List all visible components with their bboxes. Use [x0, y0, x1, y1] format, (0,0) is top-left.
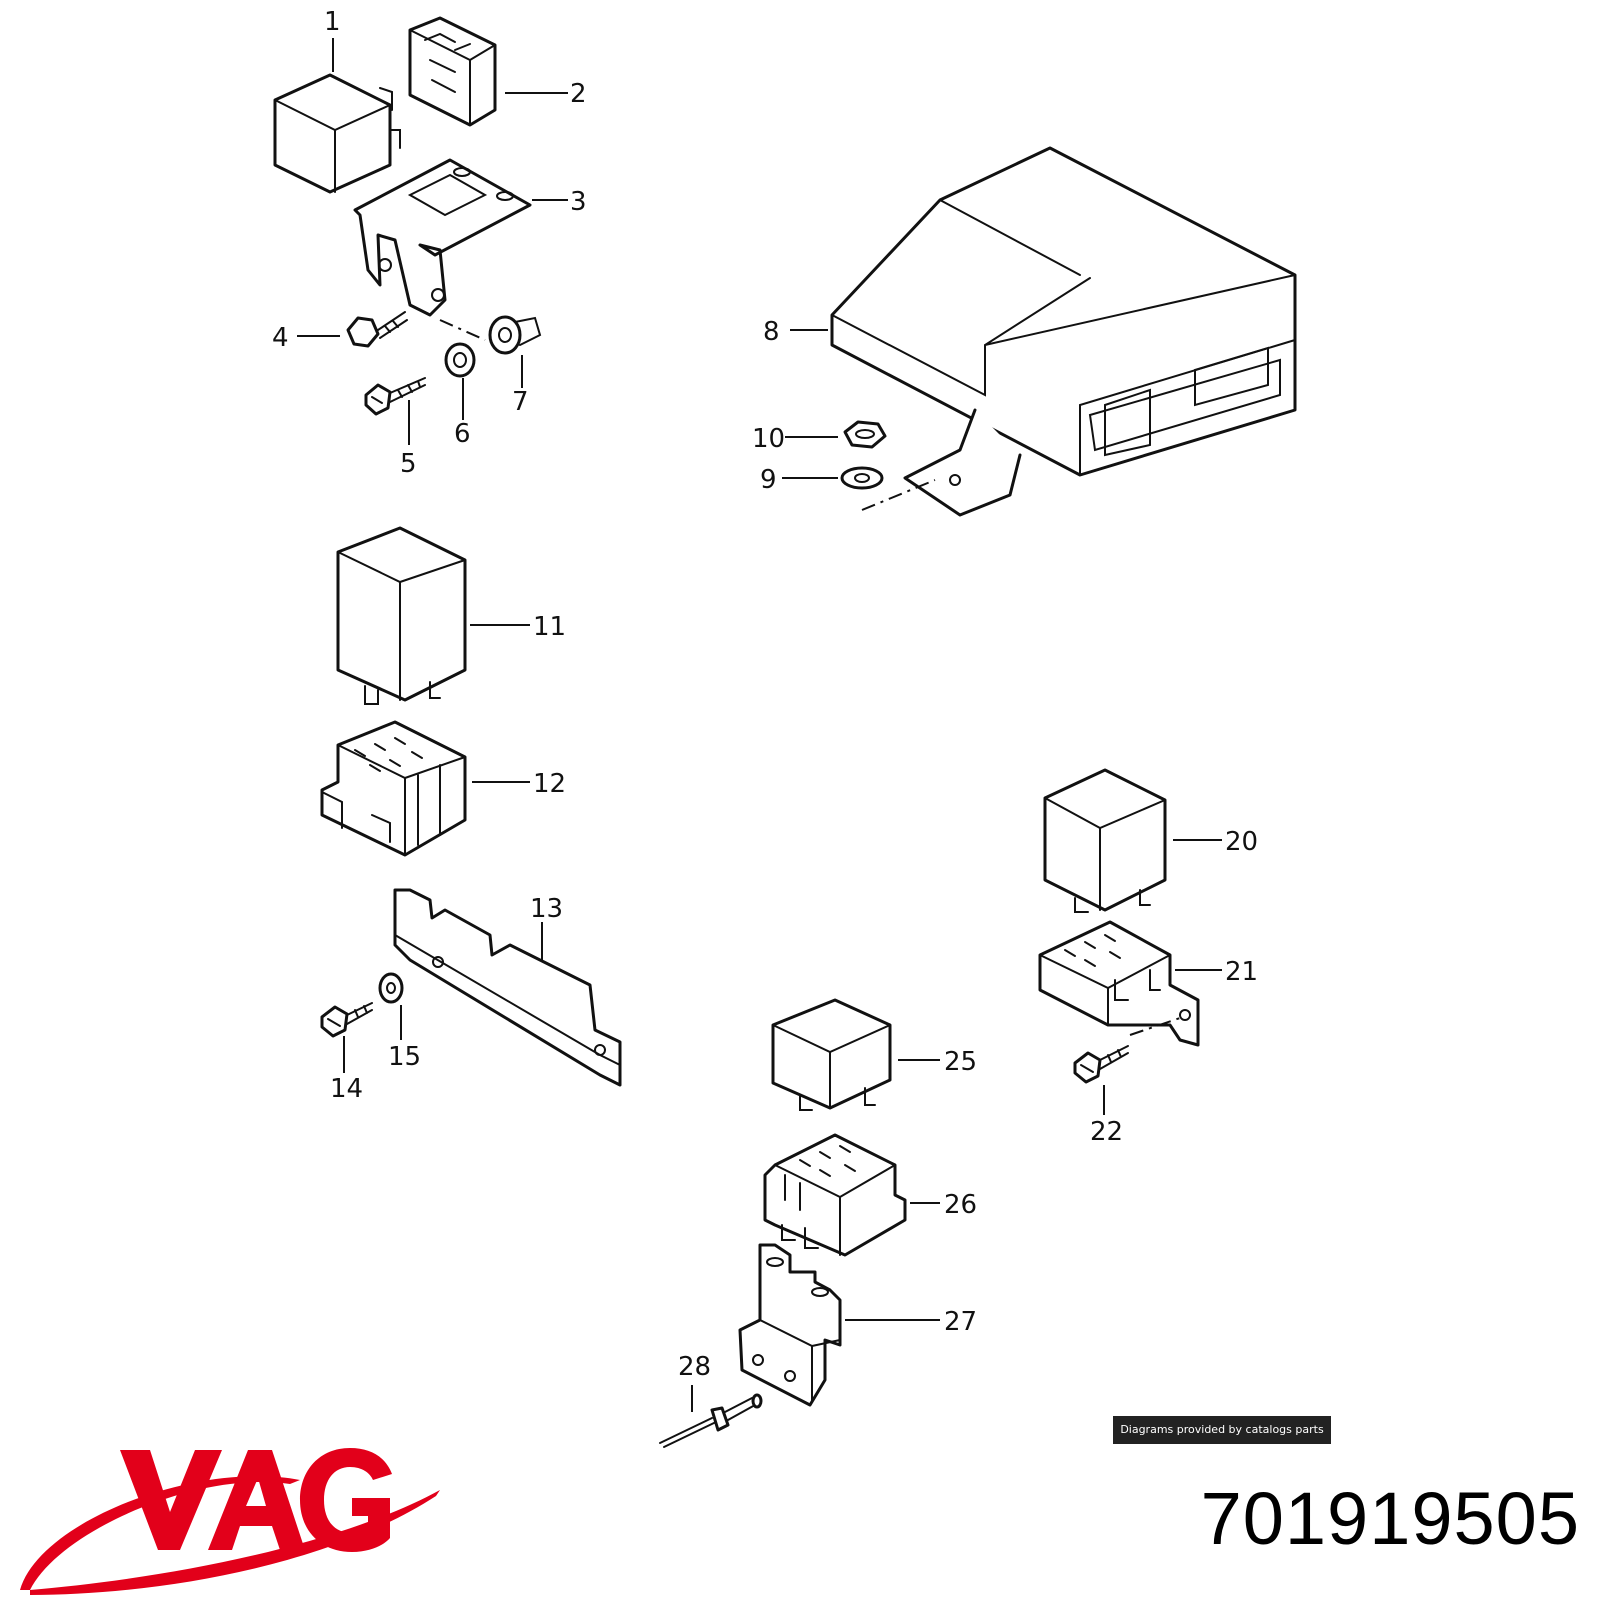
- callout-9: 9: [760, 465, 777, 495]
- part-14-screw: [320, 1002, 373, 1038]
- part-3-bracket: [353, 158, 532, 317]
- callout-2: 2: [570, 79, 587, 109]
- part-9-washer: [840, 466, 884, 490]
- callout-15: 15: [388, 1042, 421, 1072]
- callout-10: 10: [752, 424, 785, 454]
- callout-22: 22: [1090, 1117, 1123, 1147]
- logo-letter-v: [120, 1450, 222, 1550]
- callout-5: 5: [400, 449, 417, 479]
- part-10-nut: [843, 420, 887, 449]
- part-11-relay: [336, 526, 467, 705]
- part-28-rivet: [659, 1393, 763, 1448]
- callout-21: 21: [1225, 957, 1258, 987]
- logo-letter-a: [208, 1450, 305, 1550]
- callout-12: 12: [533, 769, 566, 799]
- logo-letter-g: [300, 1448, 392, 1552]
- part-6-nut: [444, 342, 476, 378]
- callout-1: 1: [324, 7, 341, 37]
- part-27-bracket: [738, 1243, 842, 1407]
- part-2-relay-socket: [408, 16, 497, 127]
- callout-28: 28: [678, 1352, 711, 1382]
- callout-13: 13: [530, 894, 563, 924]
- callout-4: 4: [272, 323, 289, 353]
- part-26-socket: [763, 1133, 907, 1257]
- part-8-control-unit: [830, 146, 1297, 517]
- callout-14: 14: [330, 1074, 363, 1104]
- callout-26: 26: [944, 1190, 977, 1220]
- callout-11: 11: [533, 612, 566, 642]
- callout-27: 27: [944, 1307, 977, 1337]
- part-21-socket: [1038, 920, 1200, 1047]
- callout-7: 7: [512, 387, 529, 417]
- part-4-bolt: [346, 311, 408, 348]
- part-12-relay-socket: [320, 720, 467, 857]
- part-5-screw: [364, 377, 426, 416]
- callout-3: 3: [570, 187, 587, 217]
- callout-20: 20: [1225, 827, 1258, 857]
- part-15-washer: [378, 972, 404, 1004]
- callout-6: 6: [454, 419, 471, 449]
- part-1-relay: [273, 73, 401, 194]
- part-number: 701919505: [1200, 1477, 1580, 1560]
- vag-logo: [20, 1448, 440, 1595]
- leader-lines: [297, 38, 1222, 1412]
- callout-25: 25: [944, 1047, 977, 1077]
- logo-lettering: [120, 1448, 392, 1552]
- part-7-clip: [488, 315, 542, 355]
- part-20-relay: [1043, 768, 1167, 913]
- diagram-credit-badge: Diagrams provided by catalogs parts: [1113, 1416, 1331, 1444]
- callout-8: 8: [763, 317, 780, 347]
- part-13-mounting-strip: [393, 888, 622, 1087]
- part-25-relay: [771, 998, 892, 1111]
- part-22-screw: [1073, 1045, 1129, 1084]
